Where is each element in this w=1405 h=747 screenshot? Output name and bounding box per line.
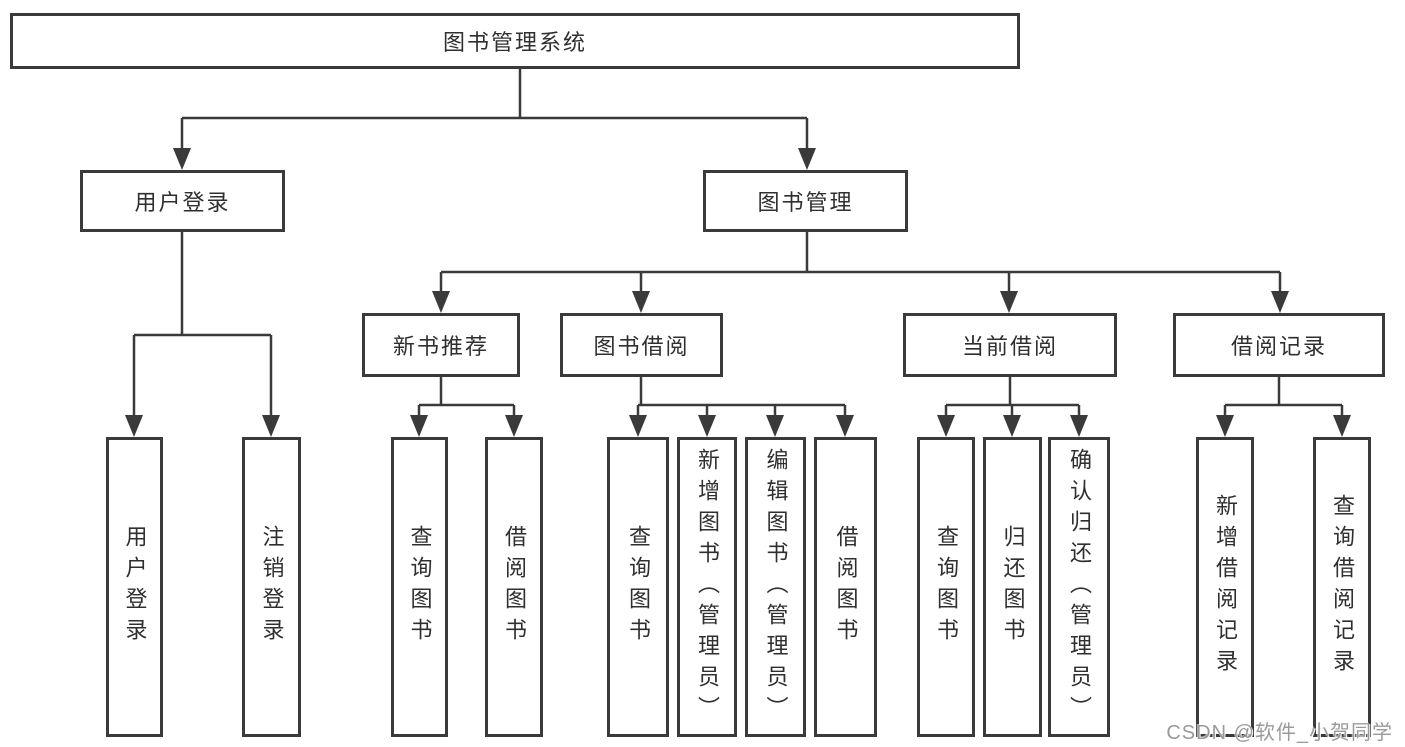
node-label: 归还图书 [1000,525,1026,649]
node-return-books: 归还图书 [983,437,1042,737]
node-label: 图书管理 [757,190,854,215]
node-current-borrowing: 当前借阅 [903,313,1117,377]
node-query-books-current: 查询图书 [917,437,975,737]
node-book-borrowing: 图书借阅 [560,313,723,377]
csdn-watermark: CSDN @软件_小贺同学 [1166,722,1393,744]
node-label: 借阅记录 [1230,334,1327,359]
node-label: 当前借阅 [961,334,1058,359]
node-query-books-recommend: 查询图书 [391,437,448,737]
node-label: 确认归还（管理员） [1067,447,1092,727]
node-root-library-system: 图书管理系统 [10,13,1020,69]
node-borrow-books-borrowing: 借阅图书 [814,437,877,737]
node-edit-books-admin: 编辑图书（管理员） [745,437,806,737]
node-borrow-books-recommend: 借阅图书 [485,437,543,737]
connector-paths [132,68,1344,417]
node-label: 新书推荐 [392,334,489,359]
node-label: 图书借阅 [593,334,690,359]
node-label: 图书管理系统 [442,30,587,55]
node-borrowing-records: 借阅记录 [1173,313,1385,377]
node-book-management: 图书管理 [703,170,908,232]
node-new-book-recommendation: 新书推荐 [362,313,520,377]
node-label: 用户登录 [122,525,148,649]
node-user-login-action: 用户登录 [106,437,163,737]
node-label: 查询图书 [407,525,433,649]
node-label: 借阅图书 [833,525,859,649]
node-logout-action: 注销登录 [242,437,301,737]
node-label: 借阅图书 [502,525,527,649]
node-label: 注销登录 [259,525,285,649]
node-add-borrow-record: 新增借阅记录 [1196,437,1254,737]
node-label: 查询借阅记录 [1330,494,1355,680]
node-user-login: 用户登录 [80,170,285,232]
node-query-borrow-record: 查询借阅记录 [1313,437,1371,737]
node-label: 编辑图书（管理员） [763,447,789,727]
node-add-books-admin: 新增图书（管理员） [677,437,737,737]
node-label: 新增图书（管理员） [695,447,720,727]
node-label: 查询图书 [626,525,651,649]
node-confirm-return-admin: 确认归还（管理员） [1048,437,1110,737]
node-label: 新增借阅记录 [1213,494,1238,680]
node-query-books-borrowing: 查询图书 [607,437,669,737]
node-label: 用户登录 [134,190,231,215]
node-label: 查询图书 [934,525,959,649]
